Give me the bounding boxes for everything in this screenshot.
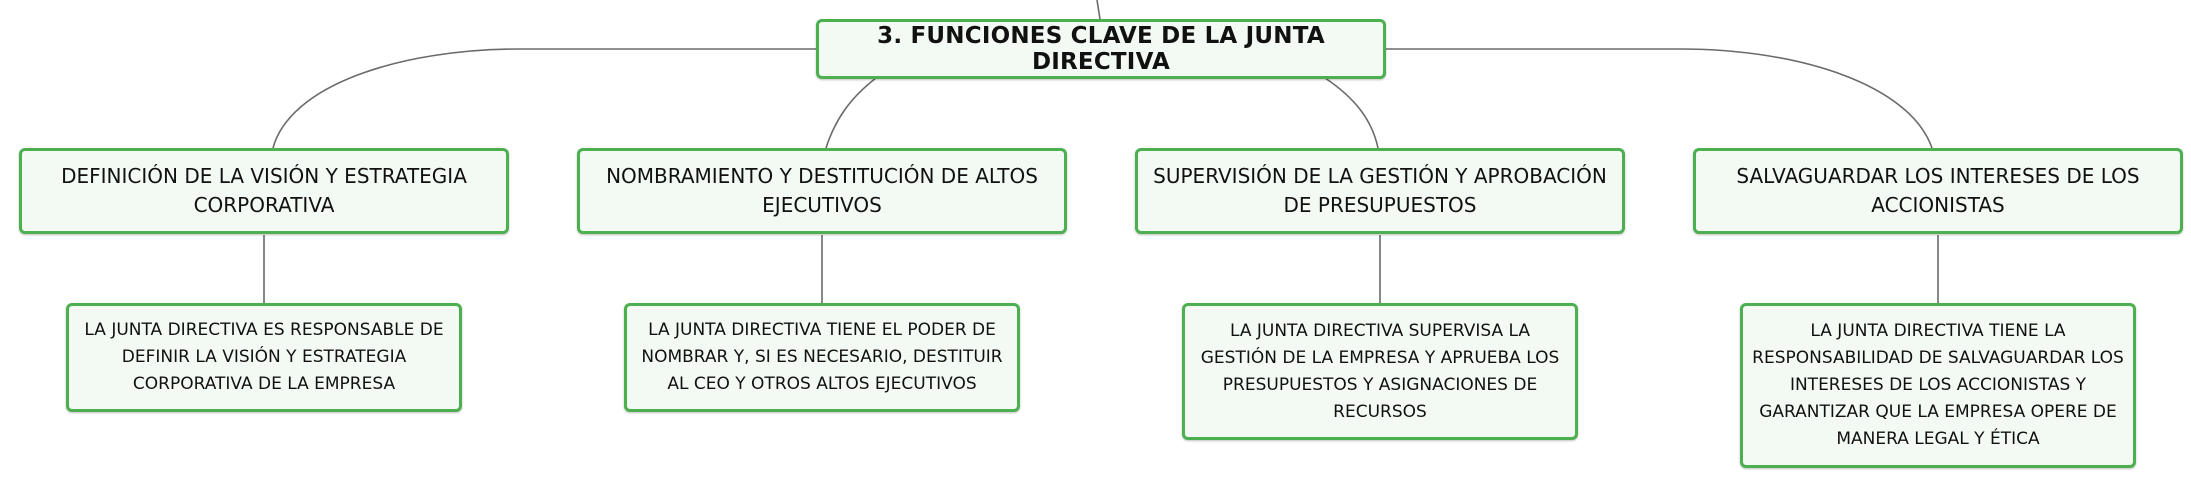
detail-topic-text: LA JUNTA DIRECTIVA SUPERVISA LA GESTIÓN …: [1200, 320, 1560, 422]
branch-topic-label: NOMBRAMIENTO Y DESTITUCIÓN DE ALTOS EJEC…: [606, 164, 1038, 217]
branch-topic-supervision[interactable]: SUPERVISIÓN DE LA GESTIÓN Y APROBACIÓN D…: [1135, 148, 1625, 234]
branch-topic-appointment[interactable]: NOMBRAMIENTO Y DESTITUCIÓN DE ALTOS EJEC…: [577, 148, 1067, 234]
branch-topic-label: SUPERVISIÓN DE LA GESTIÓN Y APROBACIÓN D…: [1153, 164, 1607, 217]
connector-root-branch-3: [1324, 77, 1379, 149]
branch-topic-vision[interactable]: DEFINICIÓN DE LA VISIÓN Y ESTRATEGIA COR…: [19, 148, 509, 234]
detail-topic-shareholders[interactable]: LA JUNTA DIRECTIVA TIENE LA RESPONSABILI…: [1740, 303, 2136, 468]
detail-topic-appointment[interactable]: LA JUNTA DIRECTIVA TIENE EL PODER DE NOM…: [624, 303, 1020, 412]
branch-topic-label: DEFINICIÓN DE LA VISIÓN Y ESTRATEGIA COR…: [61, 164, 467, 217]
detail-topic-vision[interactable]: LA JUNTA DIRECTIVA ES RESPONSABLE DE DEF…: [66, 303, 462, 412]
detail-topic-text: LA JUNTA DIRECTIVA ES RESPONSABLE DE DEF…: [84, 320, 444, 394]
branch-topic-shareholders[interactable]: SALVAGUARDAR LOS INTERESES DE LOS ACCION…: [1693, 148, 2183, 234]
connector-parent: [1096, 0, 1101, 20]
detail-topic-text: LA JUNTA DIRECTIVA TIENE LA RESPONSABILI…: [1752, 321, 2124, 449]
connector-root-branch-4: [1385, 48, 1933, 149]
detail-topic-text: LA JUNTA DIRECTIVA TIENE EL PODER DE NOM…: [641, 320, 1003, 394]
detail-topic-supervision[interactable]: LA JUNTA DIRECTIVA SUPERVISA LA GESTIÓN …: [1182, 303, 1578, 440]
root-topic[interactable]: 3. FUNCIONES CLAVE DE LA JUNTA DIRECTIVA: [816, 19, 1386, 79]
connector-root-branch-2: [825, 77, 877, 149]
branch-topic-label: SALVAGUARDAR LOS INTERESES DE LOS ACCION…: [1736, 164, 2140, 217]
connector-root-branch-1: [272, 48, 818, 149]
root-topic-label: 3. FUNCIONES CLAVE DE LA JUNTA DIRECTIVA: [877, 23, 1325, 75]
